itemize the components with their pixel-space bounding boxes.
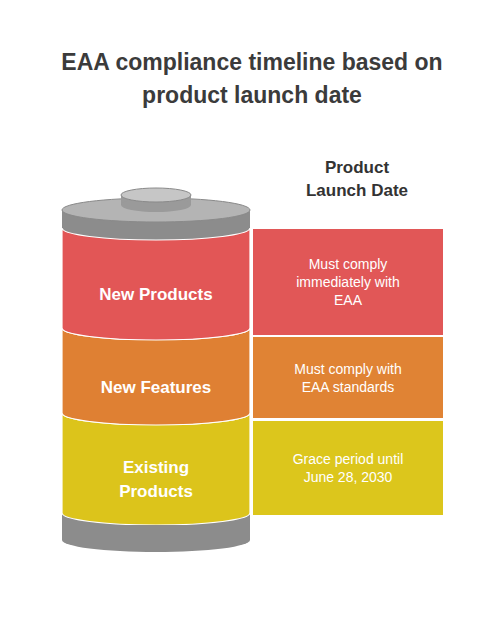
band-shape [62, 228, 250, 340]
band-outline [62, 228, 250, 340]
description-box: Must comply with EAA standards [253, 337, 443, 418]
band-label: New Features [101, 376, 212, 400]
band-outline [62, 328, 250, 425]
band-outline [62, 413, 250, 525]
band-label: New Products [99, 283, 212, 307]
description-box: Grace period until June 28, 2030 [253, 421, 443, 515]
box-label: Must comply immediately with EAA [284, 255, 412, 309]
cylinder-band: New Products [62, 228, 250, 340]
box-label: Grace period until June 28, 2030 [284, 450, 412, 486]
column-header: Product Launch Date [297, 156, 417, 202]
diagram-title: EAA compliance timeline based on product… [42, 46, 462, 112]
box-label: Must comply with EAA standards [284, 360, 412, 396]
band-label: Existing Products [91, 456, 221, 504]
cylinder-terminal-top [121, 188, 191, 202]
cylinder-band: New Features [62, 328, 250, 425]
cylinder-band: Existing Products [62, 413, 250, 525]
description-box: Must comply immediately with EAA [253, 229, 443, 335]
band-shape [62, 328, 250, 425]
